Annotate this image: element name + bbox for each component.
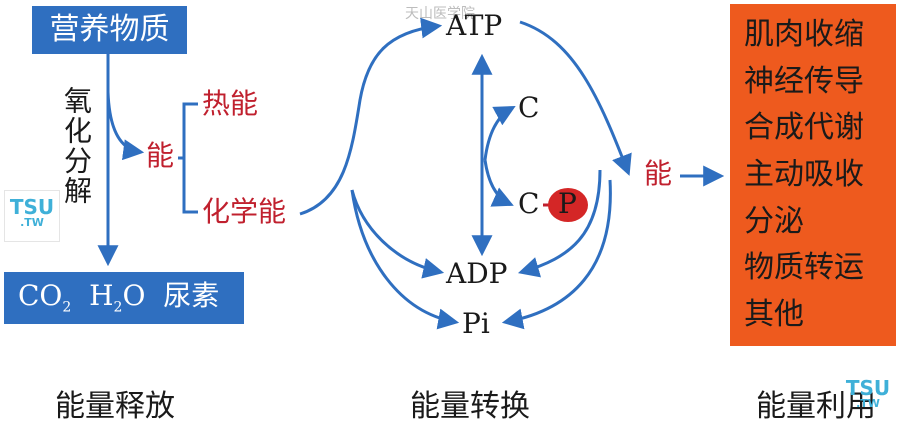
adp-label: ADP (446, 257, 508, 290)
watermark-text-top: 天山医学院 (405, 6, 475, 22)
energy-right-label: 能 (644, 157, 673, 190)
use-item: 主动吸收 (744, 156, 864, 192)
energy-left-label: 能 (146, 139, 175, 172)
watermark-logo-left: TSU .TW (4, 190, 60, 242)
watermark-logo-subtext: .TW (20, 216, 44, 229)
watermark-logo-text: TSU (9, 195, 55, 219)
use-item: 神经传导 (744, 63, 864, 99)
arrow-right-to-adp (517, 169, 602, 278)
products-label: CO2 H2O 尿素 (18, 278, 220, 316)
urea-text: 尿素 (163, 278, 220, 312)
nutrients-label: 营养物质 (49, 12, 170, 47)
co2-subscript: 2 (62, 299, 72, 316)
arrow-c-top (483, 105, 516, 161)
watermark-logo-right: TSU .TW (840, 372, 896, 424)
arrow-right-to-pi (501, 179, 612, 330)
co2-text: CO (18, 278, 63, 312)
stage-use-label: 能量利用 (756, 389, 876, 424)
stage-conversion-label: 能量转换 (410, 389, 530, 424)
stage-release-label: 能量释放 (55, 389, 175, 424)
arrow-to-pi (350, 189, 460, 330)
oxidation-label: 氧化分解 (60, 86, 93, 206)
h2-subscript: 2 (113, 299, 123, 316)
o-text: O (122, 278, 146, 312)
arrow-c-bottom (483, 159, 514, 207)
h-text: H (89, 278, 114, 312)
p-label: P (558, 187, 577, 220)
arrow-chemical-to-atp (299, 17, 443, 216)
arrow-to-energy-left (106, 91, 145, 161)
p-circle (548, 188, 588, 222)
c-top-label: C (518, 91, 540, 124)
watermark-logo-text: TSU (845, 376, 891, 400)
bracket-line (178, 102, 198, 214)
use-item: 物质转运 (744, 250, 864, 286)
atp-label: ATP (446, 9, 503, 42)
arrow-to-adp (350, 189, 445, 279)
use-item: 分泌 (744, 203, 804, 239)
use-item: 其他 (744, 296, 804, 332)
heat-energy-label: 热能 (202, 87, 259, 120)
use-item: 肌肉收缩 (744, 17, 864, 53)
pi-label: Pi (462, 307, 490, 340)
watermark-logo-subtext: .TW (856, 397, 880, 410)
arrow-atp-right (519, 20, 632, 176)
nutrients-box: 营养物质 (32, 6, 187, 54)
energy-uses-box: 肌肉收缩 神经传导 合成代谢 主动吸收 分泌 物质转运 其他 (730, 4, 896, 346)
use-item: 合成代谢 (744, 110, 864, 146)
chemical-energy-label: 化学能 (202, 195, 287, 228)
products-box: CO2 H2O 尿素 (4, 272, 244, 324)
c-bottom-label: C (518, 187, 540, 220)
